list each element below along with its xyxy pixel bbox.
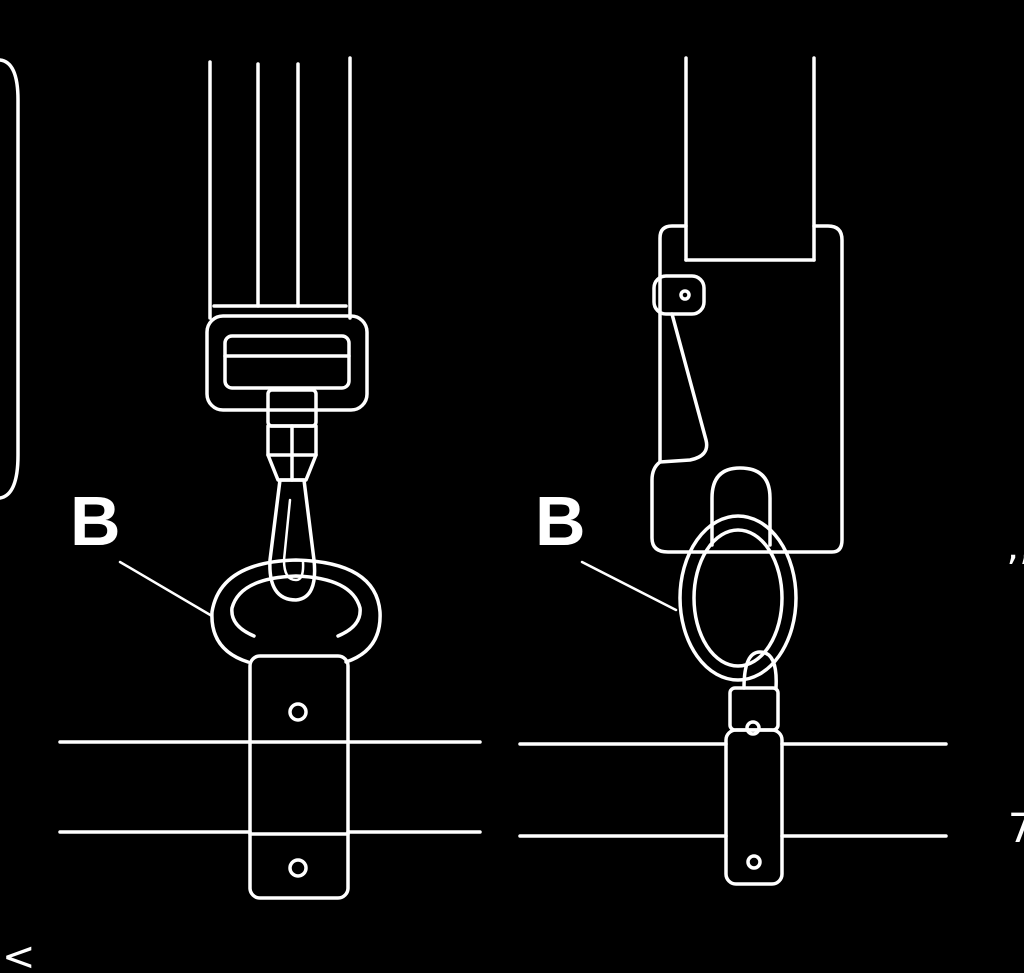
right-callout-label: B bbox=[535, 482, 586, 560]
edge-mark-right-top: ’’ bbox=[1006, 548, 1024, 594]
left-panel-edge bbox=[0, 58, 20, 500]
right-clip-eye bbox=[710, 466, 772, 547]
left-bag-edge bbox=[58, 740, 482, 836]
left-strap bbox=[208, 56, 352, 320]
right-bag-edge bbox=[518, 742, 948, 838]
edge-mark-bottom-left: < bbox=[2, 934, 36, 973]
right-strap bbox=[684, 56, 816, 262]
right-callout-leader bbox=[580, 560, 678, 612]
right-oval-ring bbox=[678, 514, 798, 682]
left-d-ring bbox=[210, 558, 382, 664]
right-anchor-tab bbox=[724, 728, 784, 886]
right-assembly: B bbox=[518, 56, 948, 886]
right-clip-body bbox=[650, 224, 844, 554]
left-callout-leader bbox=[118, 560, 214, 618]
left-anchor-tab bbox=[248, 654, 350, 900]
left-swivel-buckle bbox=[205, 314, 369, 482]
edge-mark-right-mid: 7 bbox=[1008, 806, 1024, 852]
left-snap-hook bbox=[268, 478, 317, 602]
left-assembly: B bbox=[58, 56, 482, 900]
left-callout-label: B bbox=[70, 482, 121, 560]
